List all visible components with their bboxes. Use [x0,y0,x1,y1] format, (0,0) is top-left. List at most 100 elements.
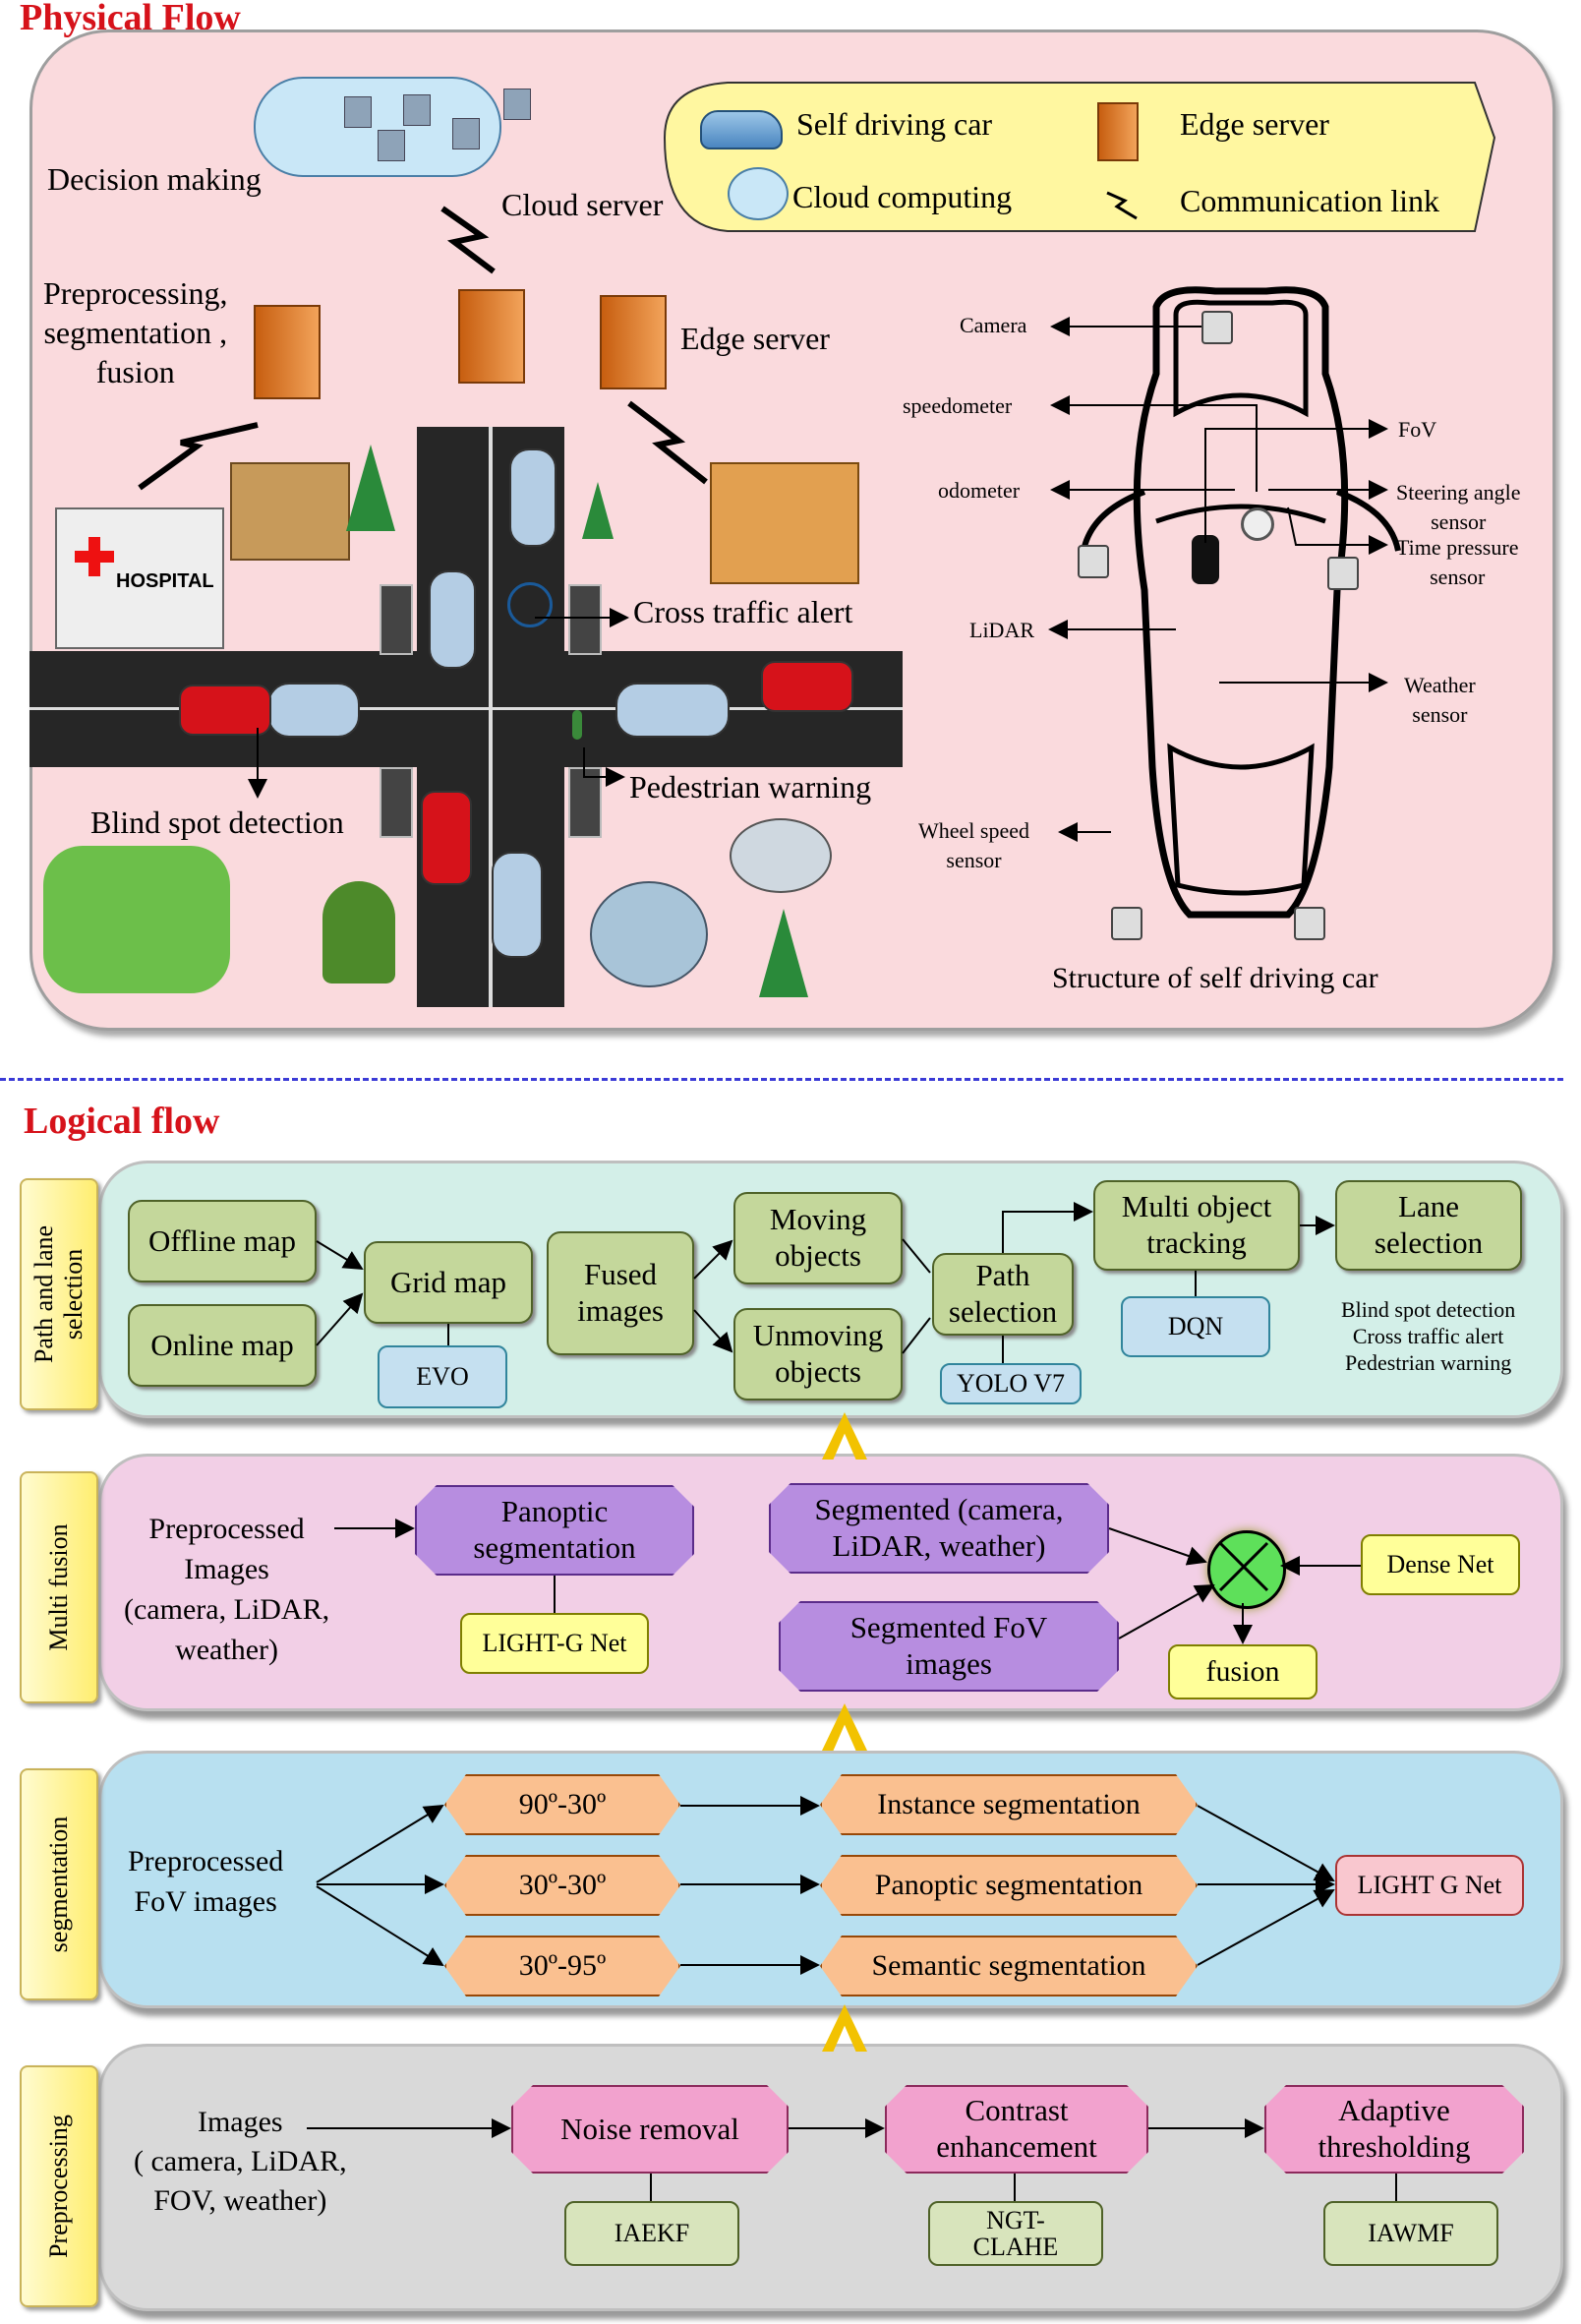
server-rack-icon [403,94,431,126]
traffic-light-icon [380,584,413,655]
legend-communication-link: Communication link [1180,183,1439,218]
stadium-icon [730,818,832,893]
car-icon [615,683,730,738]
road-marking [489,427,493,1007]
edge-server-icon [1097,102,1139,161]
pedestrian-icon [572,710,582,740]
lidar-label: LiDAR [969,618,1034,642]
hospital-building [55,507,224,649]
tire-pressure-label: Time pressure sensor [1396,535,1519,589]
car-icon [509,448,556,547]
camera-sensor-icon [1078,545,1109,578]
server-rack-icon [452,118,480,149]
cross-traffic-label: Cross traffic alert [633,594,853,629]
iawmf-box: IAWMF [1323,2201,1498,2266]
logical-flow-title: Logical flow [24,1101,220,1142]
car-icon [492,852,543,958]
iaekf-box: IAEKF [564,2201,739,2266]
server-rack-icon [344,96,372,128]
camera-sensor-icon [1201,311,1233,344]
light-g-net-box: LIGHT-G Net [460,1613,649,1674]
red-car-icon [761,661,853,712]
angle-box-1: 90º-30º [444,1774,680,1835]
offline-map-box: Offline map [128,1200,317,1282]
images-input-label: Images ( camera, LiDAR, FOV, weather) [134,2106,347,2217]
steering-wheel-icon [1241,507,1274,541]
weather-sensor-label: Weather sensor [1404,673,1476,727]
traffic-light-icon [380,767,413,838]
decision-making-label: Decision making [47,161,262,197]
edge-server-icon [254,305,321,399]
server-rack-icon [378,130,405,161]
traffic-light-icon [568,584,602,655]
fov-label: FoV [1398,417,1437,442]
segmented-camera-box: Segmented (camera,LiDAR, weather) [769,1483,1109,1574]
cloud-computing-icon [728,167,789,220]
car-icon [267,683,360,738]
server-rack-icon [503,89,531,120]
legend-self-driving-car: Self driving car [796,106,993,142]
red-car-icon [179,685,271,736]
steering-angle-label: Steering angle sensor [1396,480,1521,534]
town-hall-building [710,462,859,584]
dqn-box: DQN [1121,1296,1270,1357]
cloud-server-label: Cloud server [501,187,664,222]
car-icon [429,570,476,669]
semantic-segmentation-box: Semantic segmentation [820,1936,1198,1996]
ngt-clahe-box: NGT-CLAHE [928,2201,1103,2266]
camera-label: Camera [960,313,1027,337]
angle-box-3: 30º-95º [444,1936,680,1996]
grid-map-box: Grid map [364,1241,533,1324]
preprocessing-side-label: Preprocessing [20,2065,98,2307]
traffic-light-icon [568,767,602,838]
angle-box-2: 30º-30º [444,1855,680,1916]
car-structure-caption: Structure of self driving car [1052,962,1378,994]
speedometer-label: speedometer [903,393,1013,418]
tree-icon [322,881,395,983]
evo-box: EVO [378,1345,507,1408]
yolo-box: YOLO V7 [940,1363,1082,1404]
dense-net-box: Dense Net [1361,1534,1520,1595]
segmentation-side-label: segmentation [20,1768,98,2000]
edge-server-label: Edge server [680,321,830,356]
preprocessed-fov-label: Preprocessed FoV images [128,1845,284,1918]
pedestrian-label: Pedestrian warning [629,769,872,804]
instance-segmentation-box: Instance segmentation [820,1774,1198,1835]
park-icon [43,846,230,993]
light-g-net-box: LIGHT G Net [1335,1855,1524,1916]
wheel-speed-label: Wheel speed sensor [918,818,1029,872]
legend-edge-server: Edge server [1180,106,1329,142]
road-marking [29,707,903,710]
red-car-icon [421,791,472,885]
lidar-sensor-icon [1192,535,1219,584]
panoptic-segmentation-box: Panoptic segmentation [820,1855,1198,1916]
bicycle-icon [507,582,553,627]
fusion-box: fusion [1168,1644,1318,1699]
fountain-icon [590,881,708,987]
legend-cloud-computing: Cloud computing [792,179,1013,214]
camera-sensor-icon [1111,907,1142,940]
preprocessed-images-label: Preprocessed Images (camera, LiDAR, weat… [124,1513,330,1666]
camera-sensor-icon [1327,557,1359,590]
blind-spot-label: Blind spot detection [90,804,344,840]
school-building [230,462,350,561]
edge-server-icon [458,289,525,384]
hospital-sign: HOSPITAL [116,570,214,592]
edge-server-icon [600,295,667,389]
online-map-box: Online map [128,1304,317,1387]
